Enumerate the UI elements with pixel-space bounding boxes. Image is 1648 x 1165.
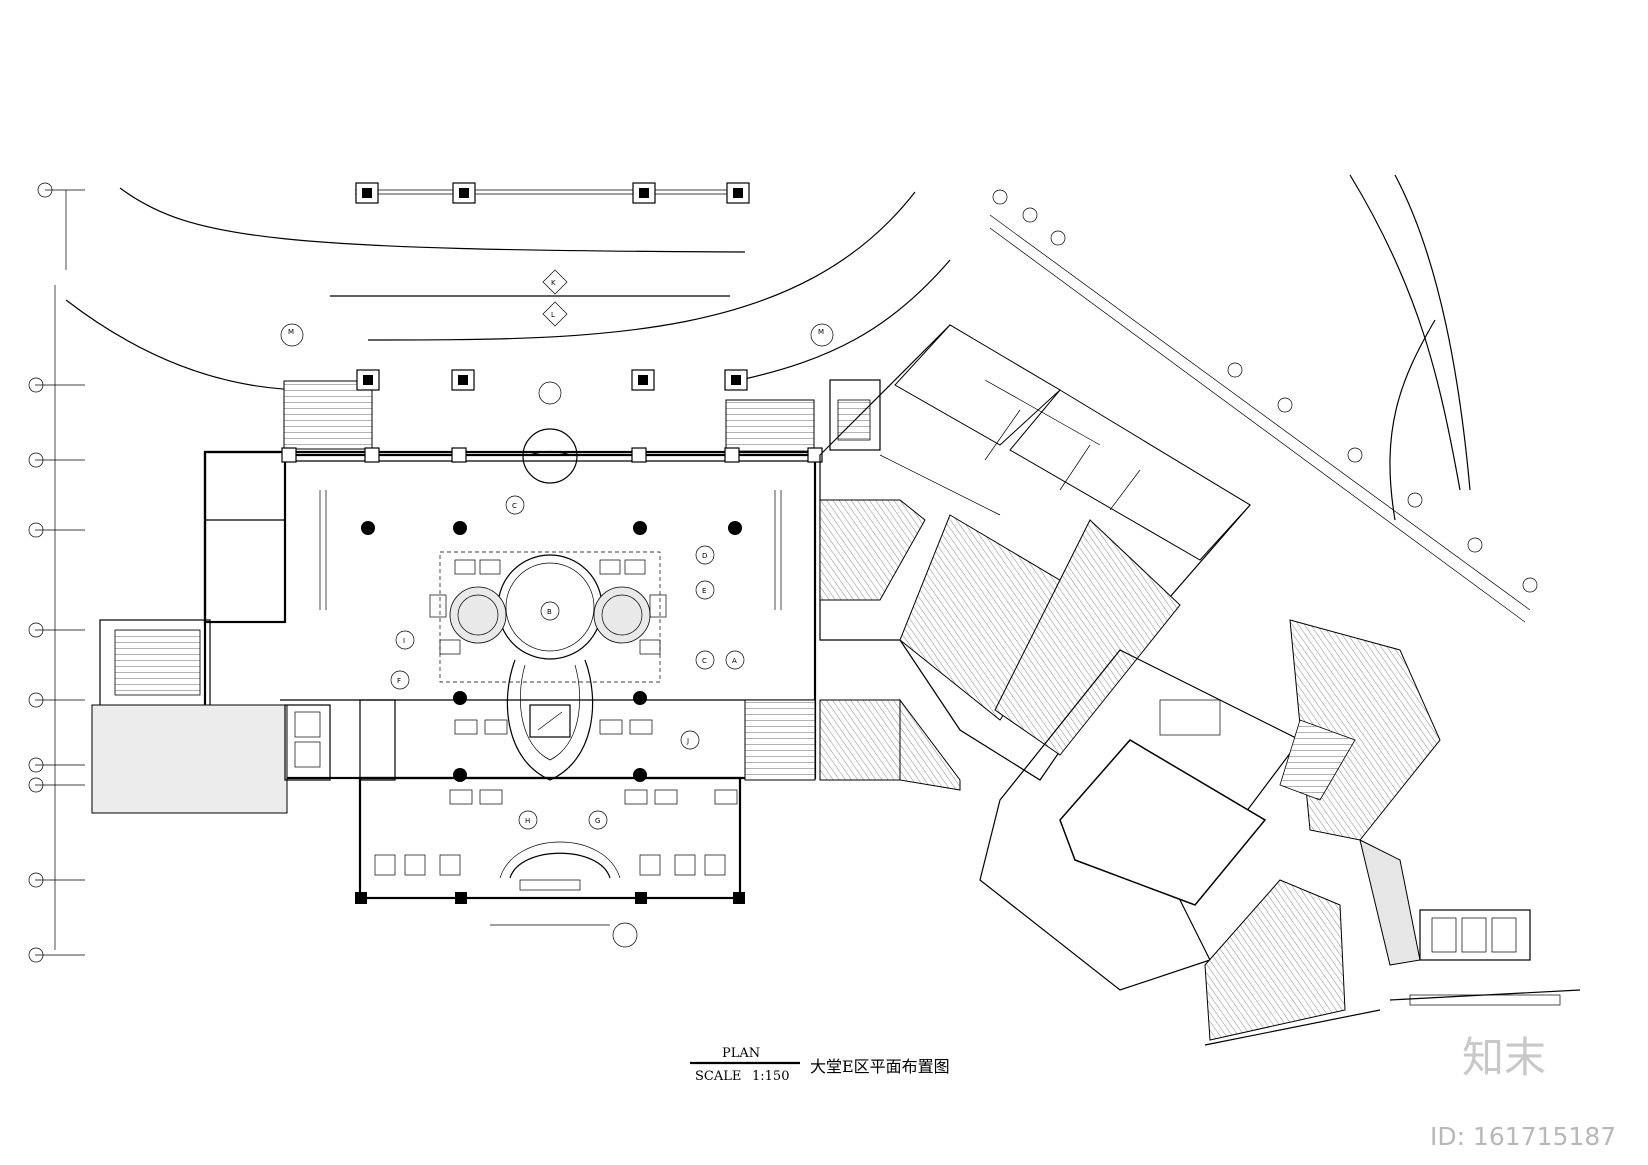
left-grid-axis xyxy=(28,182,85,963)
right-stair-core xyxy=(744,379,881,781)
marker-l: L xyxy=(551,311,555,319)
marker-m-left: M xyxy=(288,328,294,336)
right-wing xyxy=(819,324,1251,791)
watermark-logo: 知末 xyxy=(1462,1033,1546,1082)
driveway-curves xyxy=(65,174,1471,521)
watermark-id: ID: 161715187 xyxy=(1430,1122,1616,1151)
central-feature: B xyxy=(439,551,661,781)
marker-f: F xyxy=(397,677,401,685)
diagonal-grid-axis xyxy=(989,189,1538,623)
lobby-section-markers: C D E A C J H G I F xyxy=(390,495,745,830)
drawing-title-block: PLAN SCALE 1:150 大堂E区平面布置图 xyxy=(690,1046,950,1084)
lower-bar-area xyxy=(355,776,745,948)
lower-right-wing xyxy=(979,619,1581,1046)
canopy-columns xyxy=(355,182,750,204)
marker-g: G xyxy=(595,817,600,825)
marker-k: K xyxy=(551,279,556,287)
entrance-front xyxy=(282,369,818,484)
marker-h: H xyxy=(525,817,530,825)
marker-i: I xyxy=(403,637,405,645)
watermark: 知末 ID: 161715187 xyxy=(1430,1033,1616,1151)
marker-m-right: M xyxy=(818,328,824,336)
plan-label: PLAN xyxy=(722,1046,760,1061)
marker-c-bottom: C xyxy=(702,657,707,665)
main-lobby xyxy=(203,447,823,782)
marker-e: E xyxy=(702,587,706,595)
scale-value: 1:150 xyxy=(752,1069,789,1084)
section-markers: K L M M xyxy=(280,269,834,405)
drawing-title: 大堂E区平面布置图 xyxy=(810,1057,950,1076)
marker-c-top: C xyxy=(512,502,517,510)
scale-label: SCALE xyxy=(695,1069,741,1084)
lounge-seating xyxy=(429,559,738,805)
marker-d: D xyxy=(702,552,707,560)
left-annex xyxy=(91,619,396,814)
marker-b: B xyxy=(547,608,552,616)
marker-a: A xyxy=(732,657,737,665)
marker-j: J xyxy=(686,737,689,745)
